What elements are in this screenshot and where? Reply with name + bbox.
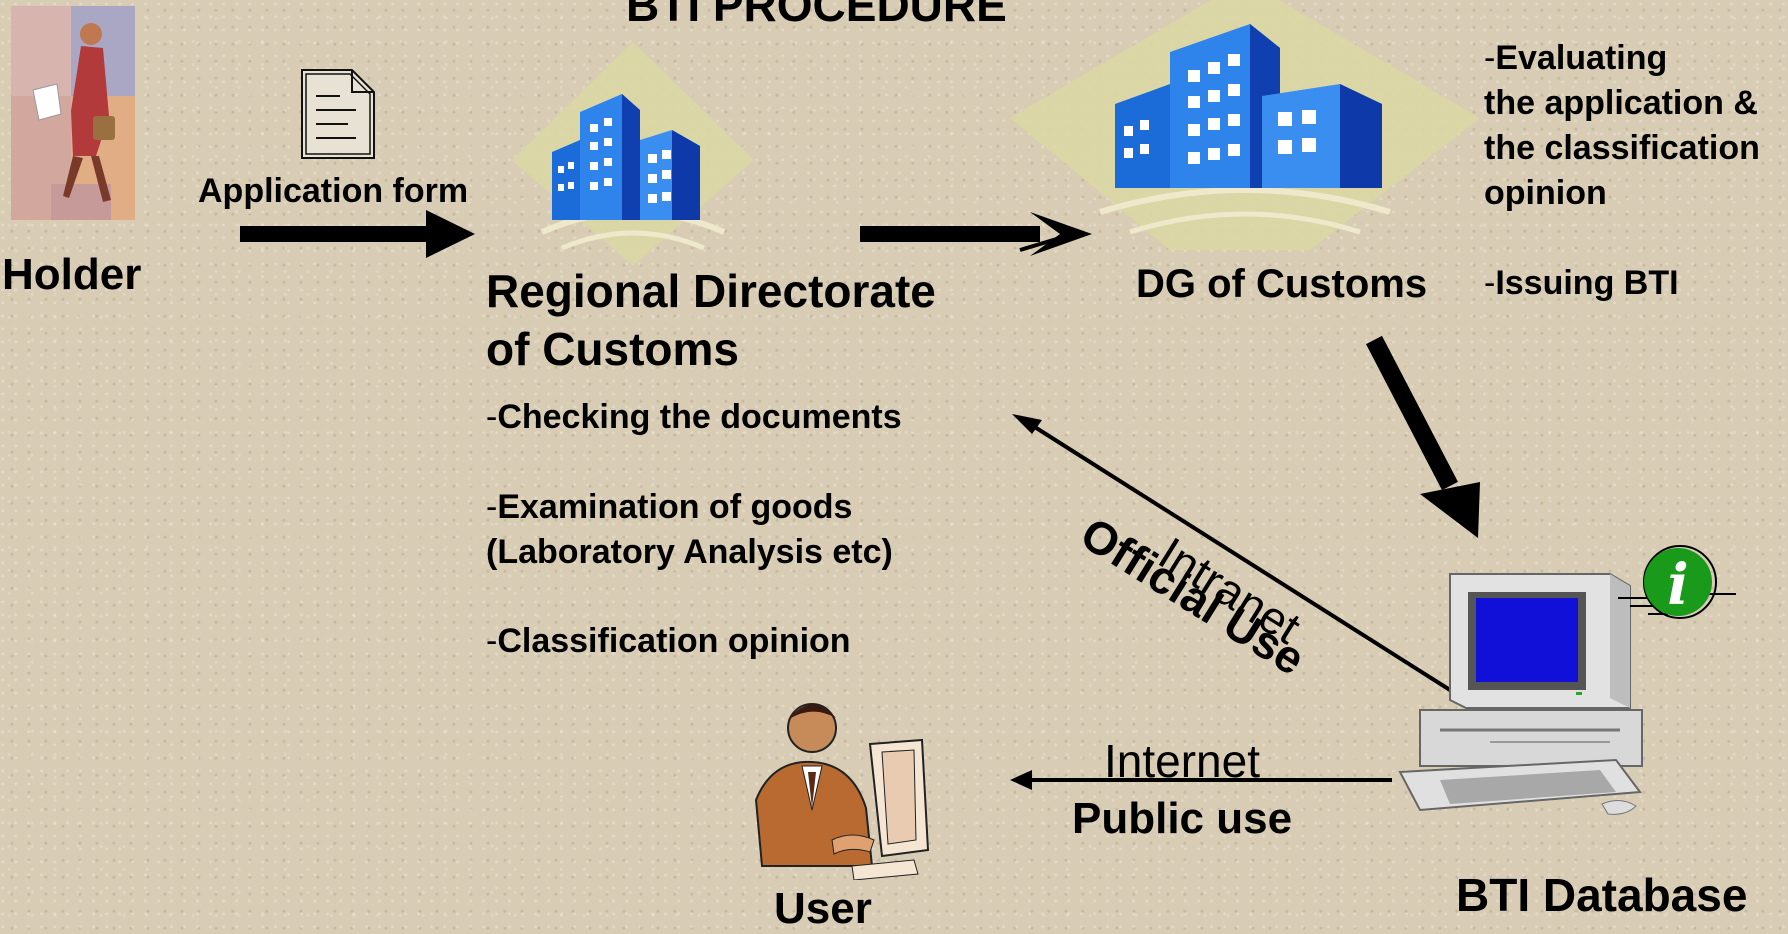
regional-label-line2: of Customs [486, 323, 739, 375]
regional-building-icon [512, 42, 754, 266]
dg-task-item: the classification [1484, 129, 1760, 167]
holder-label: Holder [2, 250, 142, 299]
dg-task-item: -Evaluating [1484, 39, 1668, 77]
arrow-dg-to-database [1366, 335, 1480, 538]
arrow-holder-to-regional [240, 210, 475, 258]
regional-task-item: -Checking the documents [486, 398, 902, 436]
arrow-internet [1010, 770, 1392, 790]
internet-label: Internet [1104, 735, 1260, 787]
arrow-regional-to-dg [860, 212, 1092, 256]
regional-directorate-label: Regional Directorate of Customs [486, 262, 936, 378]
dg-tasks: -Evaluating the application & the classi… [1484, 36, 1760, 306]
info-icon: i [1596, 538, 1736, 638]
woman-walking-icon [11, 6, 135, 220]
arrow-intranet [1012, 414, 1452, 692]
page-title: BTI PROCEDURE [626, 0, 1007, 31]
dg-building-icon [1010, 0, 1480, 262]
regional-task-item: -Classification opinion [486, 622, 851, 660]
svg-text:i: i [1667, 552, 1688, 618]
dg-task-item: -Issuing BTI [1484, 264, 1679, 302]
regional-task-item: -Examination of goods [486, 488, 853, 526]
regional-task-item: (Laboratory Analysis etc) [486, 533, 893, 571]
application-form-label: Application form [198, 172, 469, 210]
computer-icon [1380, 560, 1680, 830]
dg-customs-label: DG of Customs [1136, 262, 1428, 306]
user-label: User [774, 884, 872, 933]
document-icon [300, 68, 376, 160]
bti-database-label: BTI Database [1456, 869, 1748, 921]
user-at-computer-icon [742, 690, 932, 880]
dg-task-item: opinion [1484, 174, 1607, 212]
dg-task-item: the application & [1484, 84, 1758, 122]
public-use-label: Public use [1072, 794, 1293, 843]
regional-label-line1: Regional Directorate [486, 265, 936, 317]
